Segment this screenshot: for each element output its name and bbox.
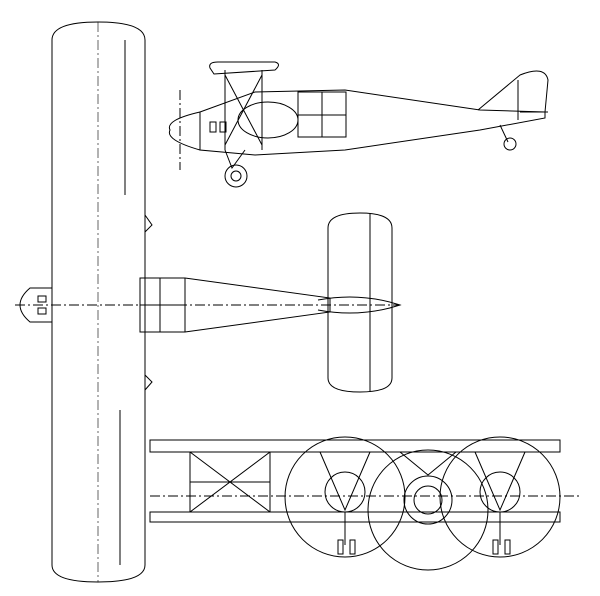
- plan-view: [15, 22, 400, 582]
- side-view-exhaust: [210, 122, 216, 132]
- front-view-wheel: [505, 540, 510, 554]
- side-view-landing-gear: [225, 150, 245, 168]
- plan-view-tailplane: [328, 213, 392, 392]
- front-view-propeller-disc: [285, 437, 405, 557]
- front-view-propeller-disc: [368, 450, 488, 570]
- front-view-nose: [414, 486, 442, 514]
- plan-view-nose: [20, 288, 52, 322]
- front-view-interplane-struts: [190, 452, 270, 512]
- side-view-wheel-hub: [231, 171, 241, 181]
- front-view-lower-wing: [150, 512, 560, 522]
- side-view-tail-wheel: [504, 138, 516, 150]
- front-view: [150, 437, 580, 570]
- front-view-upper-wing: [150, 440, 560, 452]
- plan-view-engine-detail: [38, 308, 46, 314]
- front-view-wheel: [493, 540, 498, 554]
- front-view-propeller-disc: [440, 437, 560, 557]
- side-view-nose: [169, 112, 200, 150]
- side-view-cabane-struts: [225, 70, 262, 150]
- plan-view-engine-detail: [38, 296, 46, 302]
- front-view-fuselage: [404, 476, 452, 524]
- front-view-wheel: [350, 540, 355, 554]
- plan-view-wing: [52, 22, 145, 582]
- plan-view-strut-mark: [145, 375, 152, 390]
- front-view-wheel: [338, 540, 343, 554]
- side-view: [169, 62, 548, 187]
- plan-view-fin: [318, 297, 400, 313]
- side-view-upper-wing: [210, 62, 279, 74]
- side-view-wheel: [225, 165, 247, 187]
- side-view-fin: [478, 71, 548, 112]
- side-view-fuselage: [200, 90, 545, 155]
- front-view-struts: [320, 452, 525, 545]
- plan-view-strut-mark: [145, 215, 152, 232]
- side-view-engine-cowl: [238, 102, 298, 138]
- side-view-exhaust: [220, 122, 226, 132]
